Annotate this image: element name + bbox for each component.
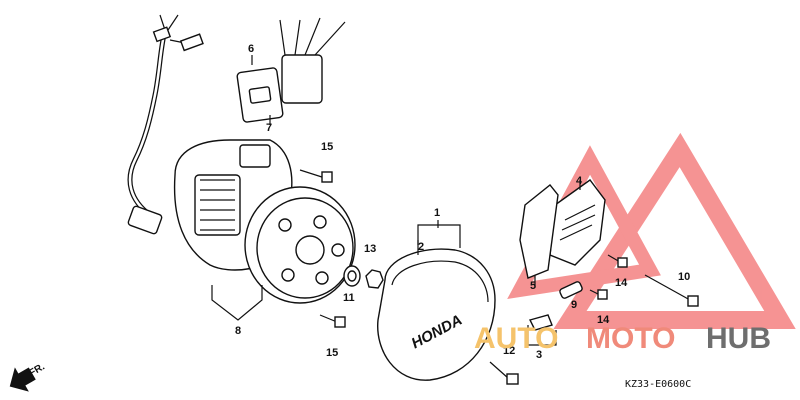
callout-14-lower: 14 (597, 314, 610, 326)
bolt-14-lower (589, 289, 608, 300)
callout-15-upper: 15 (321, 141, 333, 153)
flywheel-rotor (244, 186, 356, 304)
callout-4: 4 (576, 175, 583, 187)
callout-2: 2 (418, 241, 424, 253)
bolt-14-upper (607, 254, 628, 268)
ignition-module (279, 17, 346, 104)
sprocket-cover (549, 179, 606, 266)
callout-3: 3 (536, 349, 542, 361)
bolt-bottom-15 (319, 314, 346, 328)
callout-9: 9 (571, 299, 577, 311)
crankcase-cover: HONDA (377, 248, 496, 381)
leader-lines (211, 55, 581, 346)
front-arrow-icon (9, 367, 36, 392)
bolt-top-15 (299, 169, 333, 183)
callout-10: 10 (678, 271, 690, 283)
watermark-hub: HUB (706, 322, 771, 355)
callout-7: 7 (266, 122, 272, 134)
callout-6: 6 (248, 43, 254, 55)
direction-indicator: FR. (9, 361, 47, 392)
washer (343, 265, 361, 287)
callout-5: 5 (530, 280, 536, 292)
callout-1: 1 (434, 207, 440, 219)
diagram-code: KZ33-E0600C (625, 379, 691, 390)
bolt-10 (644, 274, 699, 307)
watermark-moto: MOTO (586, 322, 675, 355)
callout-13: 13 (364, 243, 376, 255)
direction-label: FR. (27, 361, 47, 379)
callout-8: 8 (235, 325, 241, 337)
callout-14-upper: 14 (615, 277, 628, 289)
guide-plate (528, 281, 583, 331)
callout-12: 12 (503, 345, 515, 357)
watermark-text: AUTO MOTO HUB (474, 322, 771, 355)
watermark-auto: AUTO (474, 322, 558, 355)
callout-11: 11 (343, 292, 355, 304)
callout-15-lower: 15 (326, 347, 338, 359)
bolt-12 (489, 361, 519, 385)
callout-labels: 1 2 3 4 5 6 7 8 9 10 11 12 13 14 14 15 1… (235, 43, 690, 361)
wire-harness (127, 14, 204, 235)
flange-nut (365, 269, 384, 289)
gasket-plate (519, 184, 559, 279)
cdi-bracket (236, 67, 284, 123)
